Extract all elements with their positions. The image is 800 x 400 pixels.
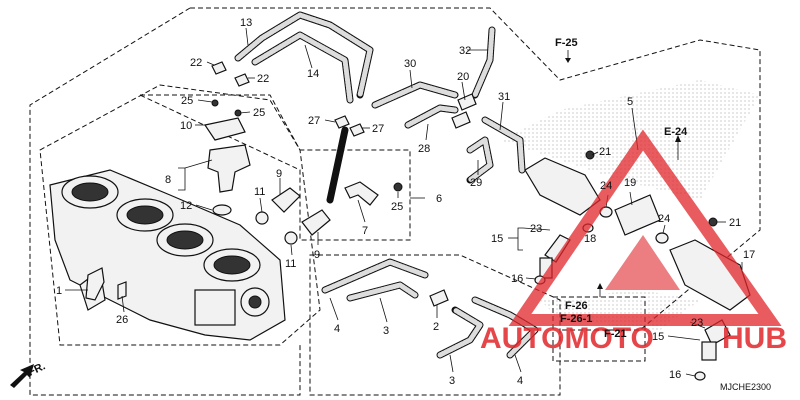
- callout-16b: 16: [669, 369, 681, 381]
- callout-21b: 21: [729, 217, 741, 229]
- washer-11a: [255, 211, 269, 225]
- oring-12: [212, 204, 232, 216]
- callout-8: 8: [165, 174, 171, 186]
- outline-injector-box: [552, 296, 646, 362]
- callout-4b: 4: [517, 375, 523, 387]
- arrow-f25-head-icon: [565, 58, 571, 63]
- callout-1: 1: [56, 285, 62, 297]
- callout-23b: 23: [691, 317, 703, 329]
- watermark-triangle: [508, 129, 782, 326]
- callout-30: 30: [404, 58, 416, 70]
- ref-e24: E-24: [664, 126, 688, 138]
- callout-24a: 24: [600, 180, 612, 192]
- callout-23a: 23: [530, 223, 542, 235]
- callout-7: 7: [362, 225, 368, 237]
- leader-lines: [65, 27, 743, 377]
- watermark-left: AUTOMOTO: [480, 322, 654, 355]
- oring-24b: [655, 232, 669, 244]
- callout-13: 13: [240, 17, 252, 29]
- arrow-f21-head-icon: [597, 283, 603, 289]
- arrow-e24-head-icon: [675, 135, 681, 142]
- callout-19: 19: [624, 177, 636, 189]
- diagram-code: MJCHE2300: [720, 382, 771, 392]
- ref-f26: F-26: [565, 300, 588, 312]
- callout-21a: 21: [599, 146, 611, 158]
- joint-2: [429, 289, 449, 307]
- shading-region: [500, 80, 760, 200]
- callout-29: 29: [470, 177, 482, 189]
- hose-connector: [326, 126, 349, 204]
- callout-31: 31: [498, 91, 510, 103]
- clamp-27b: [349, 123, 365, 137]
- callout-2: 2: [433, 321, 439, 333]
- ref-f25: F-25: [555, 37, 578, 49]
- fitting-9a: [271, 187, 301, 213]
- bracket-1: [85, 267, 105, 301]
- bolt-21b: [708, 217, 718, 227]
- callout-6: 6: [436, 193, 442, 205]
- seal-16b: [694, 371, 706, 381]
- callout-27a: 27: [308, 115, 320, 127]
- plate-10: [204, 117, 246, 141]
- callout-9b: 9: [314, 249, 320, 261]
- callout-16a: 16: [511, 273, 523, 285]
- callout-9a: 9: [276, 168, 282, 180]
- throttle-body: [49, 169, 286, 341]
- callout-12: 12: [180, 200, 192, 212]
- callout-28: 28: [418, 143, 430, 155]
- callout-4a: 4: [334, 323, 340, 335]
- callout-24b: 24: [658, 213, 670, 225]
- bolt-25c: [393, 182, 403, 192]
- pipe-19: [614, 194, 661, 236]
- joint-20b: [451, 111, 471, 129]
- bolt-21a: [585, 150, 595, 160]
- outline-left: [29, 7, 301, 396]
- callout-5: 5: [627, 96, 633, 108]
- bolt-26: [117, 281, 127, 300]
- callout-20: 20: [457, 71, 469, 83]
- bolt-25a: [211, 99, 219, 107]
- callout-25a: 25: [181, 95, 193, 107]
- sensor-8: [207, 144, 251, 193]
- callout-18: 18: [584, 233, 596, 245]
- callout-27b: 27: [372, 123, 384, 135]
- hose-14: [251, 31, 354, 104]
- callout-22b: 22: [257, 73, 269, 85]
- watermark-right: HUB: [722, 322, 787, 355]
- outline-lower-hoses: [309, 254, 561, 396]
- callout-11b: 11: [285, 258, 296, 270]
- callout-22a: 22: [190, 57, 202, 69]
- clamp-22b: [234, 73, 250, 87]
- callout-32: 32: [459, 45, 471, 57]
- watermark-triangle-inner: [605, 235, 680, 290]
- outline-main: [190, 7, 761, 331]
- washer-11b: [284, 231, 298, 245]
- joint-20: [457, 93, 477, 111]
- callout-17: 17: [743, 249, 755, 261]
- clamp-27a: [334, 115, 350, 129]
- callout-25b: 25: [253, 107, 265, 119]
- callout-14: 14: [307, 68, 319, 80]
- clip-7: [344, 181, 379, 206]
- injector-body-b: [701, 341, 717, 361]
- callout-15b: 15: [652, 331, 664, 343]
- callout-26: 26: [116, 314, 128, 326]
- callout-3a: 3: [383, 325, 389, 337]
- callout-15a: 15: [491, 233, 503, 245]
- clamp-22a: [211, 61, 227, 75]
- callout-10: 10: [180, 120, 192, 132]
- outline-sensor-group: [139, 94, 411, 241]
- callout-11a: 11: [254, 186, 265, 198]
- callout-3b: 3: [449, 375, 455, 387]
- ref-fr: FR.: [26, 360, 47, 378]
- ref-f261: F-26-1: [560, 313, 592, 325]
- fitting-9b: [301, 209, 331, 236]
- callout-25c: 25: [391, 201, 403, 213]
- front-arrow-icon: [10, 364, 34, 388]
- ref-f21: F-21: [604, 328, 627, 340]
